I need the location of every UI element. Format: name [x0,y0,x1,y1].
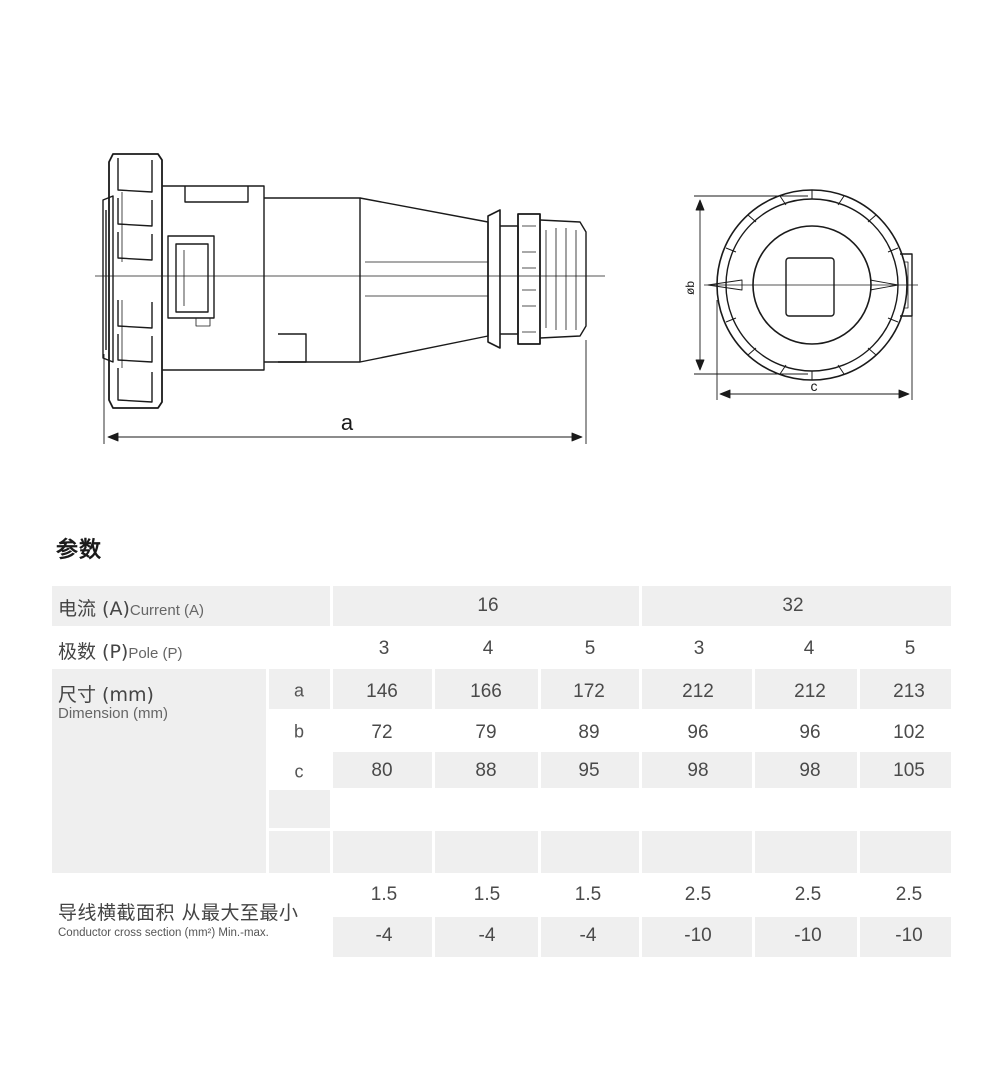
conductor-label-en: Conductor cross section (mm²) Min.-max. [58,927,269,939]
dim-b-value: 89 [578,722,600,743]
dimension-key-cell [269,831,330,873]
dim-a-cell [435,669,538,709]
dimension-c-line [716,300,913,400]
dimension-label-en: Dimension (mm) [58,705,169,722]
current-label-zh: 电流 (A) [58,598,130,620]
dim-c-cell [541,752,639,788]
dimension-label-cell [52,669,266,873]
conductor-max-value: 1.5 [370,884,398,905]
dim-c-value: 105 [893,760,925,781]
dim-c-value: 80 [371,760,393,781]
empty-cell [541,831,639,873]
dim-b-value: 96 [687,722,709,743]
dim-a-value: 213 [893,681,925,702]
empty-cell [642,831,752,873]
conductor-min-cell [642,917,752,957]
poles-value: 3 [378,638,390,659]
current-value-16: 16 [477,595,499,616]
poles-label-en: Pole (P) [128,645,183,662]
dim-c-value: 98 [687,760,709,781]
current-value-32: 32 [782,595,804,616]
dim-c-cell [860,752,951,788]
conductor-min-value: -4 [478,925,496,946]
dim-a-value: 172 [573,681,605,702]
dimension-a-label: a [341,410,354,435]
dimension-key-cell [269,790,330,828]
conductor-max-value: 2.5 [794,884,822,905]
dimension-key-a: a [293,680,305,701]
empty-cell [333,831,432,873]
conductor-min-cell [541,917,639,957]
poles-value: 5 [904,638,916,659]
conductor-label: 导线横截面积 从最大至最小 Conductor cross section (m… [58,898,299,939]
conductor-max-value: 2.5 [684,884,712,905]
dim-a-cell [642,669,752,709]
dimension-label: 尺寸 (mm) Dimension (mm) [58,680,168,722]
dim-a-value: 146 [366,681,398,702]
empty-cell [435,831,538,873]
conductor-min-value: -10 [684,925,712,946]
dim-a-value: 212 [682,681,714,702]
conductor-min-cell [333,917,432,957]
dim-a-cell [755,669,857,709]
dim-a-value: 166 [470,681,502,702]
current-label-en: Current (A) [129,602,205,619]
poles-value: 5 [584,638,596,659]
poles-value: 4 [803,638,815,659]
dimension-c-label: c [811,378,818,394]
dimension-key-b: b [293,721,305,742]
dim-a-cell [860,669,951,709]
dim-a-cell [541,669,639,709]
conductor-min-cell [435,917,538,957]
side-view [102,153,587,409]
dim-b-value: 96 [799,722,821,743]
dimension-key-cell [269,669,330,709]
poles-label-zh: 极数 (P) [58,641,129,663]
poles-value: 4 [482,638,494,659]
dim-c-value: 95 [578,760,600,781]
technical-drawing: a øb c [95,153,918,444]
conductor-min-cell [755,917,857,957]
dimension-b-label: øb [683,281,697,295]
dim-c-cell [333,752,432,788]
conductor-max-value: 2.5 [895,884,923,905]
conductor-min-value: -4 [375,925,393,946]
dimension-b-line [694,195,808,375]
dimension-key-c: c [294,761,304,782]
conductor-label-zh: 导线横截面积 从最大至最小 [58,902,299,924]
current-label-cell [52,586,330,626]
dim-c-value: 98 [799,760,821,781]
dim-b-value: 72 [371,722,393,743]
conductor-max-value: 1.5 [574,884,602,905]
dim-b-value: 79 [475,722,497,743]
poles-value: 3 [693,638,705,659]
current-16-cell [333,586,639,626]
dim-a-cell [333,669,432,709]
dim-b-value: 102 [893,722,925,743]
empty-cell [755,831,857,873]
dim-c-cell [435,752,538,788]
dim-c-cell [755,752,857,788]
empty-cell [860,831,951,873]
dim-c-value: 88 [475,760,497,781]
poles-label: 极数 (P)Pole (P) [58,637,183,664]
current-32-cell [642,586,951,626]
dimension-label-zh: 尺寸 (mm) [58,684,154,706]
current-label: 电流 (A)Current (A) [58,594,204,621]
conductor-min-value: -4 [579,925,597,946]
dim-a-value: 212 [794,681,826,702]
conductor-min-value: -10 [895,925,923,946]
conductor-min-cell [860,917,951,957]
dimension-a-line [103,340,587,444]
conductor-min-value: -10 [794,925,822,946]
dim-c-cell [642,752,752,788]
conductor-max-value: 1.5 [473,884,501,905]
section-title: 参数 [56,538,103,563]
